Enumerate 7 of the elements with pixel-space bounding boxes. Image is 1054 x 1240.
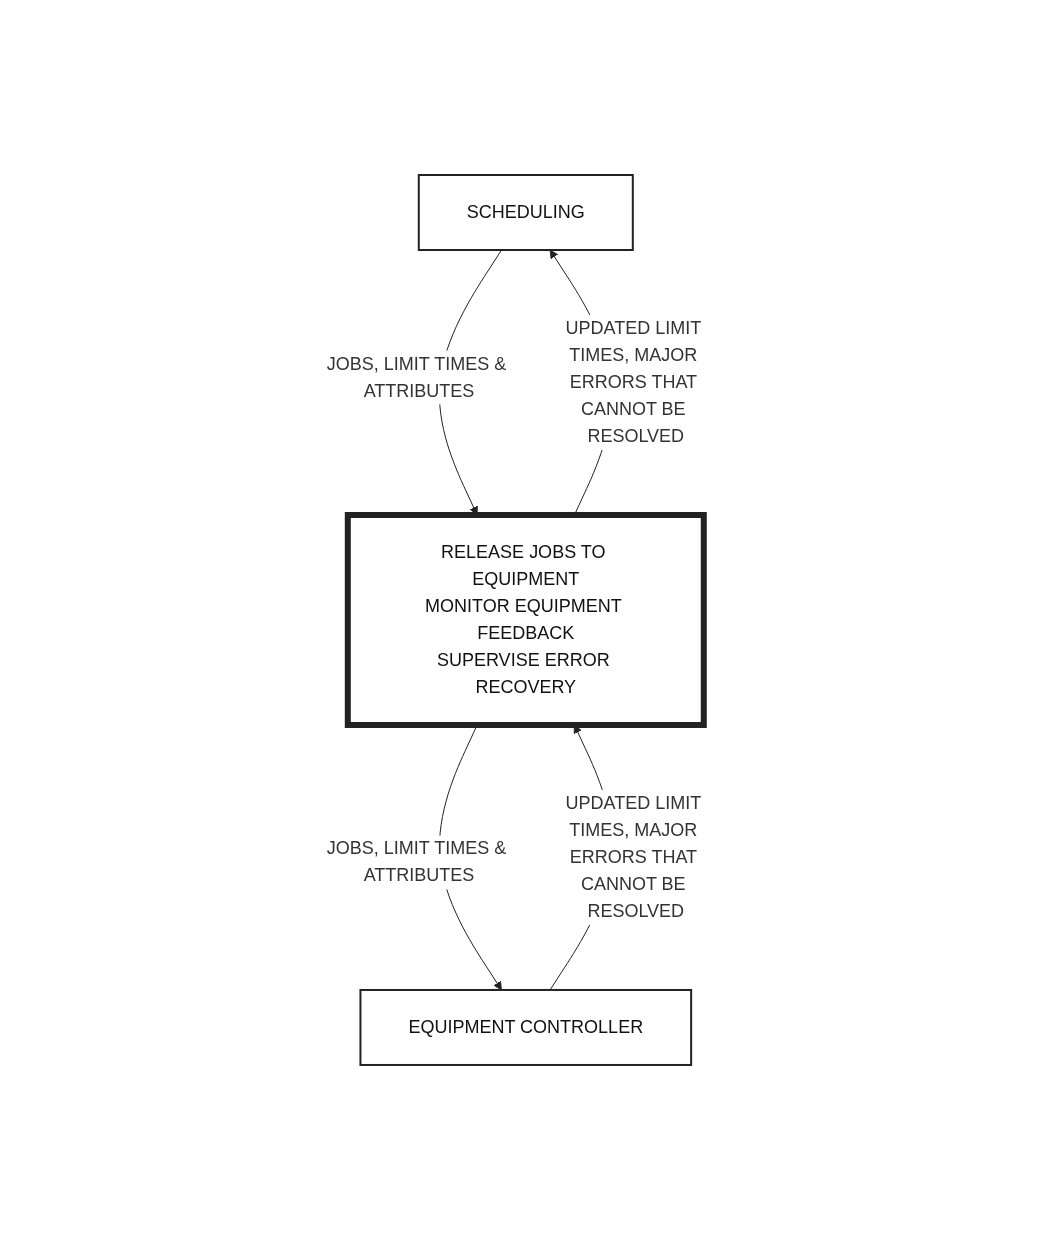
node-box: SCHEDULING — [417, 174, 634, 251]
edge-label: UPDATED LIMIT TIMES, MAJOR ERRORS THAT CANNOT BE RESOLVED — [565, 792, 701, 921]
node-box: RELEASE JOBS TO EQUIPMENT MONITOR EQUIPMENT FEEDBACK SUPERVISE ERROR RECOVERY — [344, 512, 707, 728]
edge-label: JOBS, LIMIT TIMES & ATTRIBUTES — [326, 353, 506, 401]
edge-label: JOBS, LIMIT TIMES & ATTRIBUTES — [326, 838, 506, 886]
edge-label: UPDATED LIMIT TIMES, MAJOR ERRORS THAT CANNOT BE RESOLVED — [565, 318, 701, 447]
node-box: EQUIPMENT CONTROLLER — [359, 989, 692, 1066]
